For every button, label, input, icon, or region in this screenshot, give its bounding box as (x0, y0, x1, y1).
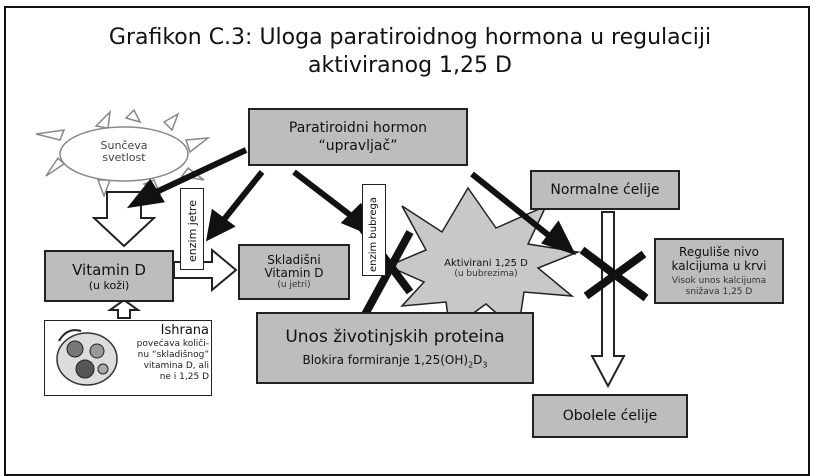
skladisni-box: Skladišni Vitamin D (u jetri) (238, 244, 350, 300)
pth-label-1: Paratiroidni hormon (288, 120, 428, 136)
regulise-box: Reguliše nivo kalcijuma u krvi Visok uno… (654, 238, 784, 304)
aktivirani-label: Aktivirani 1,25 D (u bubrezima) (430, 258, 542, 280)
title-line-2: aktiviranog 1,25 D (308, 53, 512, 78)
unos-line-2: Blokira formiranje 1,25(OH)2D3 (302, 353, 487, 369)
arrow-pth-to-regulise (470, 171, 554, 241)
ishrana-text: Ishrana povećava količi- nu “skladišnog”… (125, 323, 209, 383)
food-icon (56, 329, 118, 386)
arrow-vitamin-to-skladisni (173, 247, 238, 293)
diagram-graphics (35, 108, 649, 389)
regulise-sub-2: snižava 1,25 D (685, 286, 753, 297)
enzim-bubrega-label: enzim bubrega (368, 197, 379, 272)
aktivirani-line: Aktivirani 1,25 D (444, 258, 528, 269)
pth-box: Paratiroidni hormon “upravljač” (248, 108, 468, 166)
unos-line-2-prefix: Blokira formiranje 1,25(OH) (302, 352, 469, 367)
pth-label-2: “upravljač” (318, 138, 398, 154)
skladisni-line-2: Vitamin D (264, 265, 324, 280)
unos-mid: D (473, 352, 483, 367)
regulise-line-2: kalcijuma u krvi (671, 258, 767, 273)
arrow-pth-to-vitamin (150, 147, 248, 197)
unos-line-1: Unos životinjskih proteina (285, 326, 505, 347)
skladisni-sub: (u jetri) (277, 279, 311, 290)
ishrana-line-4: ne i 1,25 D (159, 372, 209, 382)
enzim-jetre-label: enzim jetre (186, 200, 199, 262)
ishrana-line-1: povećava količi- (136, 339, 209, 349)
regulise-line-1: Reguliše nivo (679, 244, 759, 259)
unos-box: Unos životinjskih proteina Blokira formi… (256, 312, 534, 384)
sun-line-1: Sunčeva (100, 139, 148, 152)
diagram-title: Grafikon C.3: Uloga paratiroidnog hormon… (60, 24, 760, 80)
sun-label: Sunčeva svetlost (92, 140, 156, 164)
regulise-sub-1: Visok unos kalcijuma (671, 275, 767, 286)
aktivirani-sub: (u bubrezima) (454, 269, 518, 279)
arrow-pth-to-enzim-bubrega (292, 169, 356, 221)
unos-sub-2: 2 (468, 360, 474, 370)
arrow-ishrana-to-vitamin (106, 298, 142, 319)
sun-icon (35, 108, 211, 199)
vitamin-d-label: Vitamin D (72, 260, 146, 279)
ishrana-line-2: nu “skladišnog” (137, 350, 209, 360)
unos-sub-3: 3 (482, 360, 488, 370)
block-x-regulise (579, 246, 649, 302)
title-line-1: Grafikon C.3: Uloga paratiroidnog hormon… (108, 25, 712, 50)
enzim-bubrega-tab (362, 184, 386, 276)
vitamin-d-sub: (u koži) (88, 278, 130, 292)
vitamin-d-box: Vitamin D (u koži) (44, 250, 174, 302)
obolele-label: Obolele ćelije (562, 408, 658, 424)
enzim-jetre-tab (180, 188, 204, 270)
obolele-box: Obolele ćelije (532, 394, 688, 438)
arrow-pth-to-enzim-jetre (219, 170, 265, 224)
sun-line-2: svetlost (102, 151, 146, 164)
normalne-label: Normalne ćelije (550, 182, 660, 198)
ishrana-panel: Ishrana povećava količi- nu “skladišnog”… (44, 320, 212, 396)
normalne-box: Normalne ćelije (530, 170, 680, 210)
arrow-normalne-to-obolele (590, 211, 626, 389)
ishrana-title: Ishrana (160, 323, 209, 338)
skladisni-line-1: Skladišni (267, 252, 321, 267)
ishrana-line-3: vitamina D, ali (143, 361, 209, 371)
